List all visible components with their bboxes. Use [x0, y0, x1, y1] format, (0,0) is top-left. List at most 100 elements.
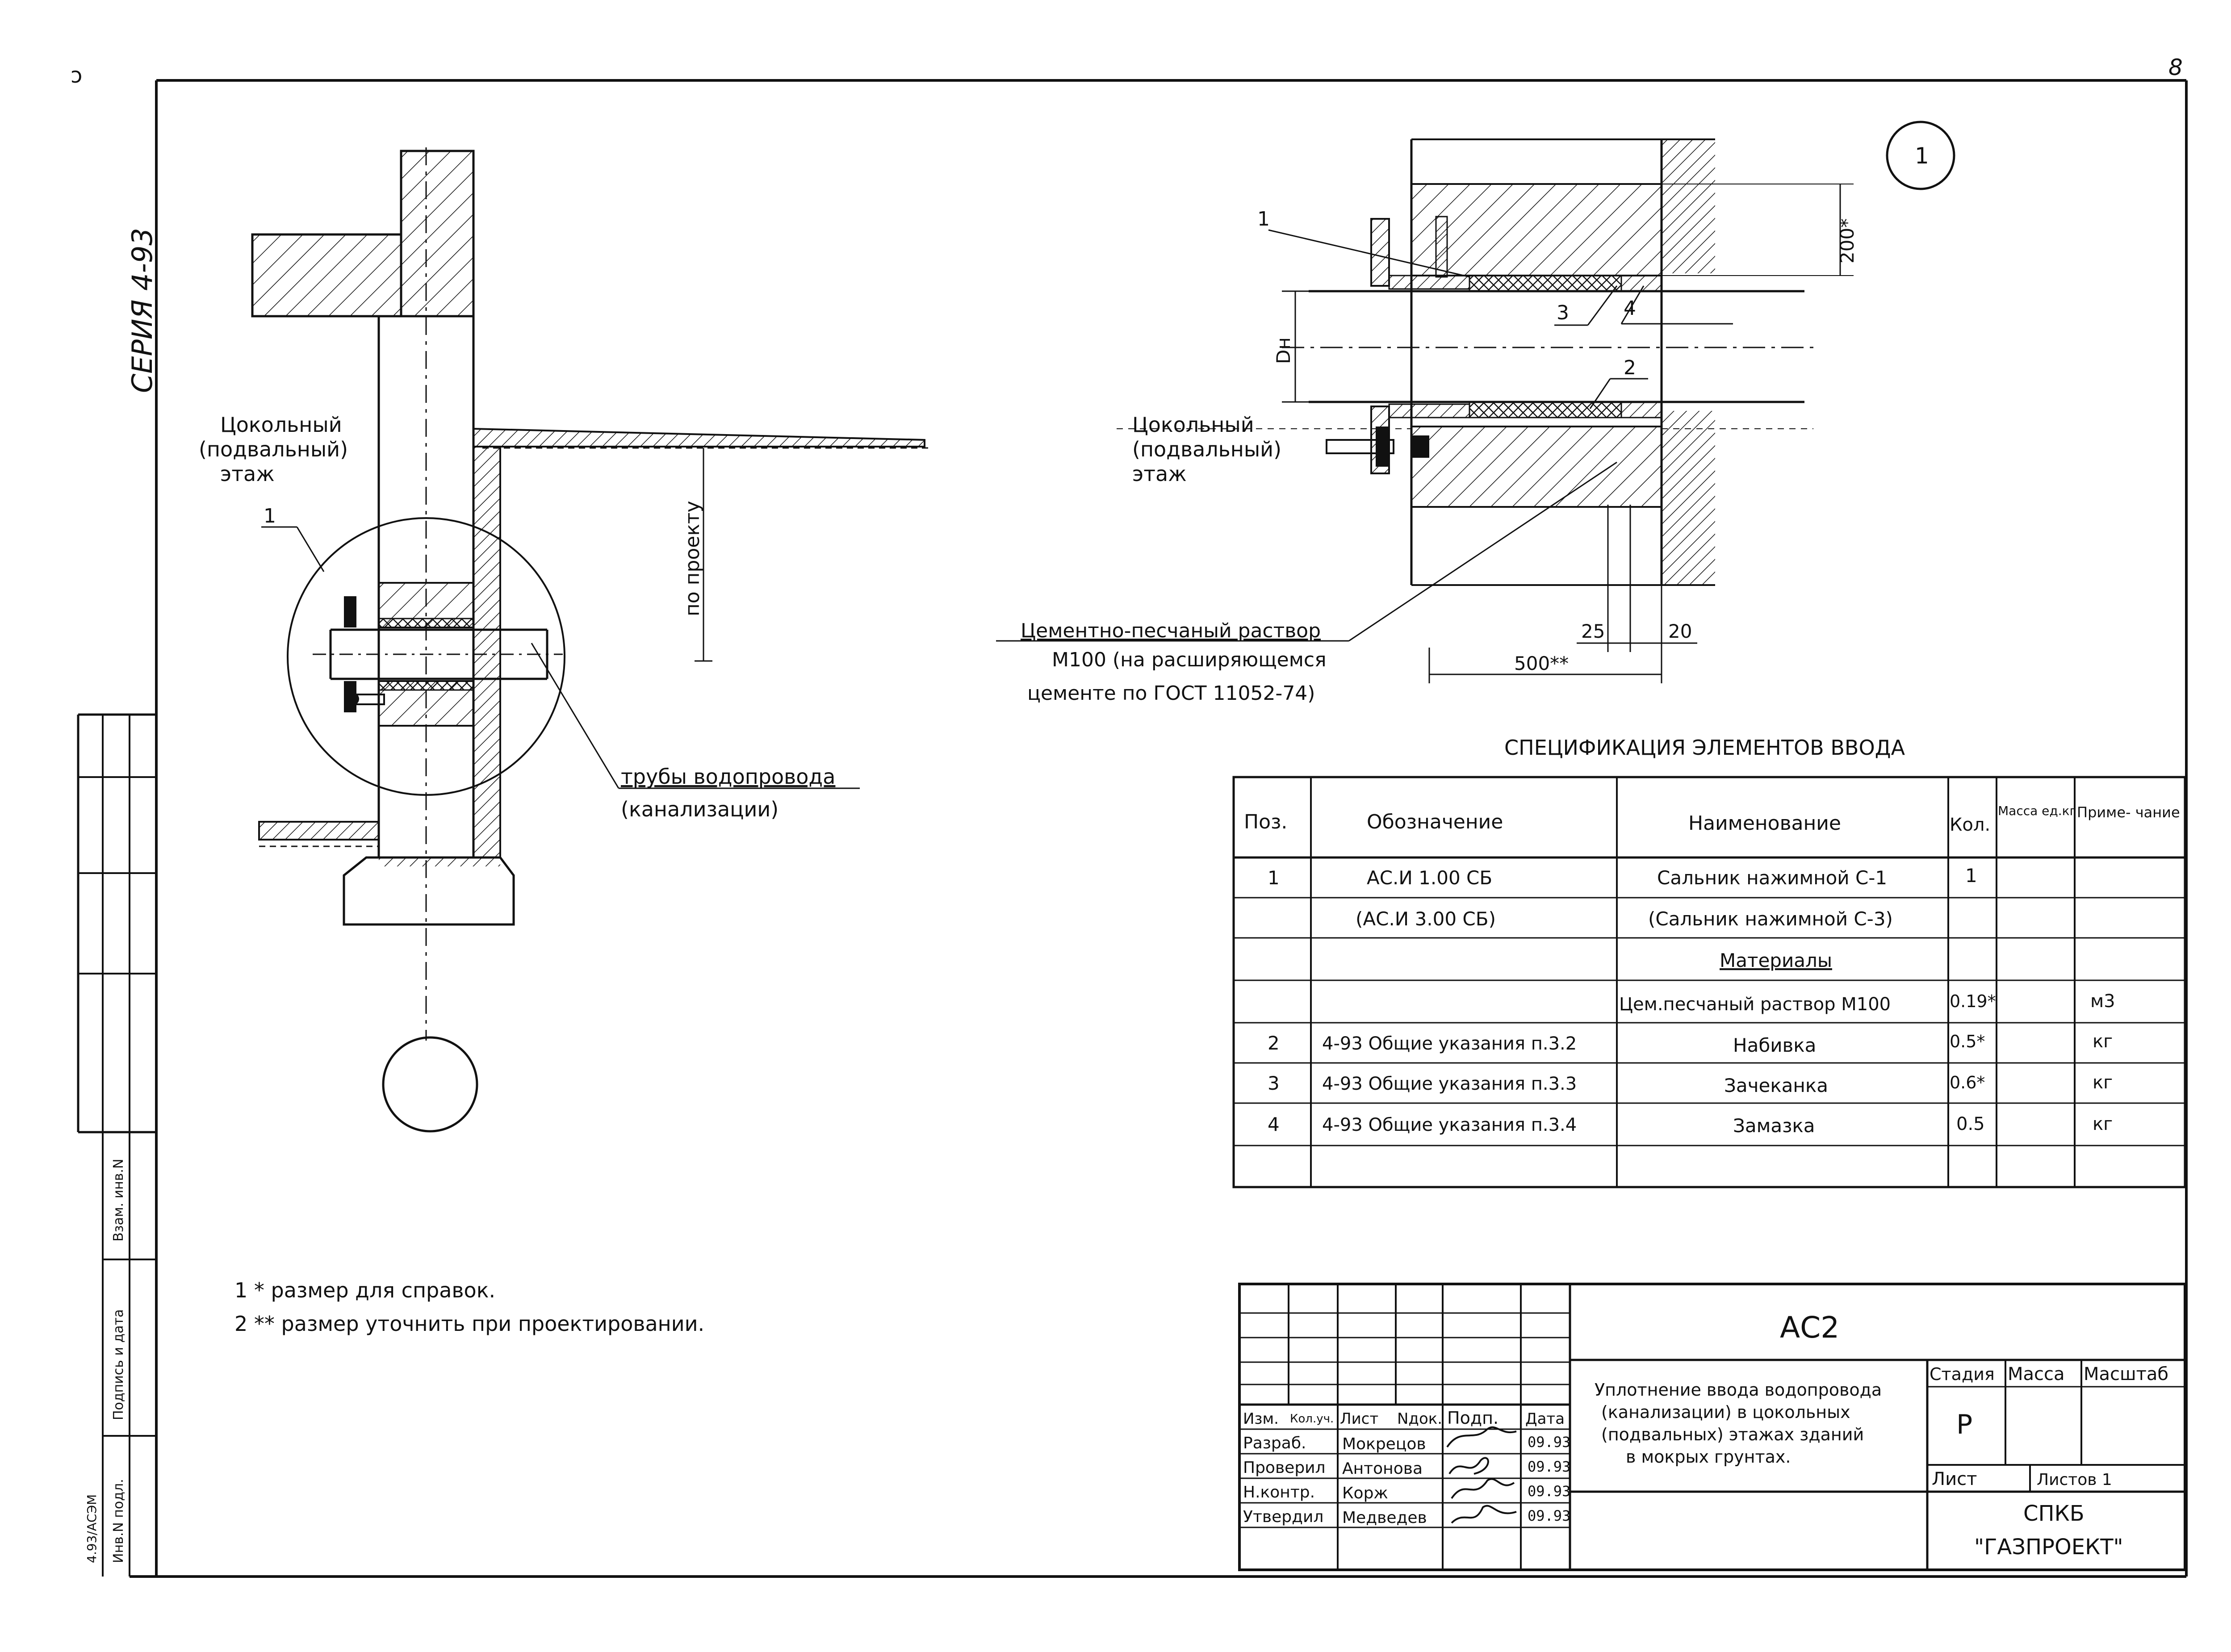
spec-r4-name: Цем.песчаный раствор М100 — [1619, 994, 1891, 1015]
dim-dn: Dн — [1272, 337, 1294, 364]
spec-r3-name: Материалы — [1720, 949, 1832, 971]
tb-desc-3: (подвальных) этажах зданий — [1601, 1425, 1864, 1444]
detail-circle — [287, 517, 565, 796]
mortar-label-3: цементе по ГОСТ 11052-74) — [1027, 682, 1315, 705]
tb-sheet-label: Лист — [1932, 1469, 1977, 1489]
spec-r1-obozn: АС.И 1.00 СБ — [1367, 867, 1492, 889]
tb-col-ndok: Nдок. — [1397, 1410, 1442, 1428]
tb-role-razrab: Разраб. — [1243, 1434, 1306, 1452]
spec-header-naimenovanie: Наименование — [1688, 812, 1841, 835]
spec-header-kol: Кол. — [1950, 815, 1990, 835]
spec-r1-name: Сальник нажимной С-1 — [1657, 867, 1887, 889]
spec-r5-kol: 0.5* — [1950, 1032, 1985, 1051]
spec-r2-obozn: (АС.И 3.00 СБ) — [1356, 908, 1496, 930]
mortar-label-2: М100 (на расширяющемся — [1052, 648, 1327, 671]
tb-name-razrab: Мокрецов — [1342, 1435, 1426, 1453]
tb-role-proveril: Проверил — [1243, 1459, 1326, 1477]
tb-name-proveril: Антонова — [1342, 1460, 1423, 1478]
corner-stub: ɔ — [71, 63, 82, 88]
right-floor-label-2: (подвальный) — [1132, 437, 1281, 461]
spec-r7-obozn: 4-93 Общие указания п.3.4 — [1322, 1115, 1577, 1135]
tb-role-nkontr: Н.контр. — [1243, 1483, 1315, 1501]
tb-scale-label: Масштаб — [2084, 1364, 2168, 1384]
tb-date-nkontr: 09.93 — [1528, 1483, 1570, 1500]
tb-name-nkontr: Корж — [1342, 1484, 1388, 1502]
spec-r4-kol: 0.19* — [1950, 991, 1996, 1011]
spec-r6-note: кг — [2093, 1072, 2113, 1093]
spec-r6-name: Зачеканка — [1724, 1075, 1828, 1096]
spec-title: СПЕЦИФИКАЦИЯ ЭЛЕМЕНТОВ ВВОДА — [1504, 736, 1905, 760]
dim-200: 200* — [1836, 218, 1858, 263]
side-stamp: Взам. инв.N Подпись и дата Инв.N подл. 4… — [77, 713, 156, 1577]
stamp-archive: 4.93/АСЭМ — [84, 1494, 99, 1563]
spec-r6-obozn: 4-93 Общие указания п.3.3 — [1322, 1074, 1577, 1094]
detail-mark: 1 — [1915, 143, 1929, 169]
spec-r7-kol: 0.5 — [1956, 1114, 1985, 1134]
mortar-label-1: Цементно-песчаный раствор — [1021, 619, 1321, 642]
tb-col-data: Дата — [1525, 1410, 1565, 1428]
spec-r7-name: Замазка — [1733, 1115, 1815, 1137]
right-callout-3: 3 — [1557, 301, 1569, 324]
spec-r1-kol: 1 — [1965, 865, 1977, 887]
right-callout-2: 2 — [1624, 356, 1636, 379]
tb-stage-value: Р — [1956, 1409, 1972, 1440]
tb-col-podp: Подп. — [1447, 1408, 1498, 1428]
tb-date-proveril: 09.93 — [1528, 1458, 1570, 1475]
tb-code: АС2 — [1780, 1310, 1839, 1345]
right-view: 1 Dн 20 — [996, 121, 1955, 705]
signatures — [1446, 1426, 1517, 1524]
series-label: СЕРИЯ 4-93 — [126, 228, 159, 393]
note-1: 1 * размер для справок. — [234, 1278, 495, 1302]
pipes-label-1: трубы водопровода — [621, 765, 835, 789]
left-floor-label-3: этаж — [220, 462, 275, 486]
spec-r6-kol: 0.6* — [1950, 1073, 1985, 1092]
dim-500: 500** — [1514, 652, 1569, 674]
drawing-frame — [130, 79, 2188, 1578]
tb-col-list: Лист — [1340, 1410, 1378, 1428]
note-2: 2 ** размер уточнить при проектировании. — [234, 1312, 704, 1336]
spec-r7-poz: 4 — [1268, 1113, 1280, 1135]
tb-stage-label: Стадия — [1930, 1364, 1995, 1384]
tb-name-utverdil: Медведев — [1342, 1509, 1427, 1527]
spec-r6-poz: 3 — [1268, 1072, 1280, 1094]
spec-header-oboznachenie: Обозначение — [1367, 811, 1503, 833]
spec-header-massa: Масса ед.кг — [1998, 803, 2076, 818]
title-block: Изм. Кол.уч. Лист Nдок. Подп. Дата Разра… — [1238, 1283, 2186, 1571]
stamp-label-podpis: Подпись и дата — [111, 1309, 126, 1421]
right-callout-1: 1 — [1257, 208, 1270, 230]
spec-table: СПЕЦИФИКАЦИЯ ЭЛЕМЕНТОВ ВВОДА Поз. Обозна… — [1232, 736, 2186, 1188]
spec-r5-name: Набивка — [1733, 1034, 1816, 1056]
spec-header-primechanie: Приме- чание — [2077, 804, 2180, 821]
spec-r4-note: м3 — [2090, 991, 2115, 1012]
pipes-label-2: (канализации) — [621, 797, 779, 821]
spec-r5-obozn: 4-93 Общие указания п.3.2 — [1322, 1033, 1577, 1054]
page-number: 8 — [2168, 54, 2183, 80]
spec-r5-poz: 2 — [1268, 1032, 1280, 1054]
left-floor-label-1: Цокольный — [220, 413, 342, 437]
left-floor-label-2: (подвальный) — [199, 437, 348, 461]
tb-desc-4: в мокрых грунтах. — [1626, 1447, 1791, 1467]
spec-r7-note: кг — [2093, 1114, 2113, 1134]
spec-r1-poz: 1 — [1268, 867, 1280, 889]
right-floor-label-1: Цокольный — [1132, 413, 1254, 437]
tb-desc-1: Уплотнение ввода водопровода — [1595, 1380, 1882, 1400]
left-callout-1: 1 — [264, 505, 276, 527]
tb-desc-2: (канализации) в цокольных — [1601, 1402, 1850, 1422]
dim-20: 20 — [1668, 620, 1692, 642]
left-view: 1 Цокольный (подвальный) этаж по проекту… — [199, 147, 931, 1133]
spec-r2-name: (Сальник нажимной С-3) — [1648, 908, 1893, 930]
tb-date-utverdil: 09.93 — [1528, 1507, 1570, 1524]
spec-header-poz: Поз. — [1244, 811, 1287, 833]
tb-sheets-label: Листов 1 — [2037, 1471, 2112, 1489]
spec-r5-note: кг — [2093, 1031, 2113, 1052]
tb-col-izm: Изм. — [1243, 1410, 1279, 1428]
right-floor-label-3: этаж — [1132, 462, 1187, 486]
stamp-label-inv: Инв.N подл. — [111, 1479, 126, 1563]
tb-role-utverdil: Утвердил — [1243, 1508, 1323, 1526]
notes: 1 * размер для справок. 2 ** размер уточ… — [234, 1278, 704, 1336]
tb-date-razrab: 09.93 — [1528, 1434, 1570, 1451]
dim-po-proektu: по проекту — [681, 501, 704, 616]
tb-col-kolvo: Кол.уч. — [1290, 1412, 1334, 1426]
tb-org-2: "ГАЗПРОЕКТ" — [1974, 1535, 2123, 1560]
